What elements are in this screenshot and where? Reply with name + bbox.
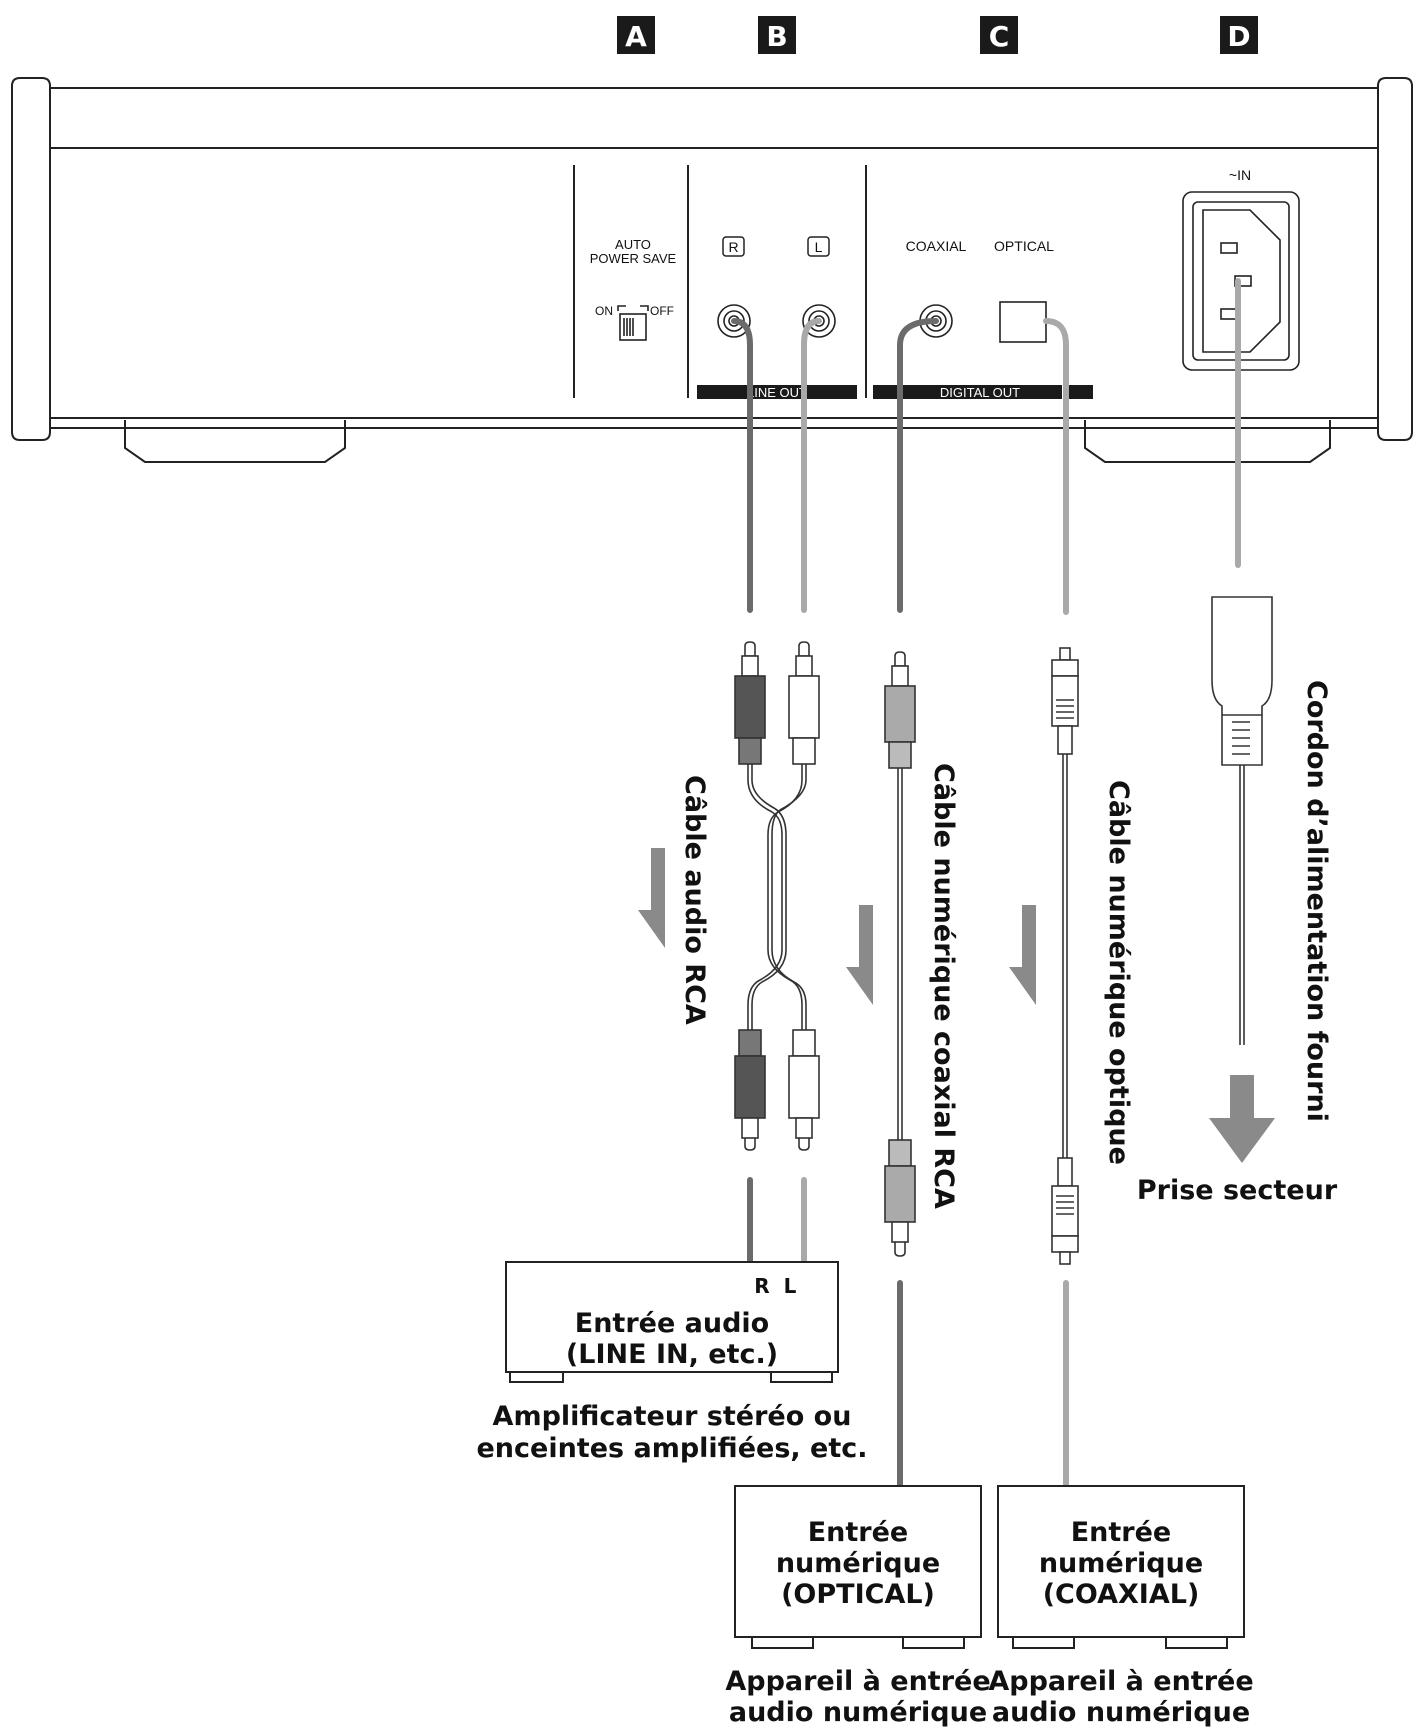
optical-caption-line-1: Appareil à entrée xyxy=(725,1666,990,1697)
amp-caption-line-2: enceintes amplifiées, etc. xyxy=(476,1433,867,1464)
amp-box-line-1: Entrée audio xyxy=(575,1308,769,1339)
digital-input-device-coaxial xyxy=(997,1485,1245,1649)
optical-caption-line-2: audio numérique xyxy=(729,1697,987,1728)
power-cord xyxy=(1211,596,1273,1045)
optical-label: OPTICAL xyxy=(994,238,1054,254)
switch-on-label: ON xyxy=(595,304,613,318)
section-badge-b: B xyxy=(758,16,796,54)
power-save-switch[interactable] xyxy=(617,305,649,341)
line-out-bar xyxy=(697,385,857,399)
arrow-down-icon xyxy=(638,848,665,948)
outlet-label: Prise secteur xyxy=(1137,1175,1338,1206)
svg-text:A: A xyxy=(625,20,647,53)
amp-input-l-label: L xyxy=(784,1274,797,1298)
amp-box-line-2: (LINE IN, etc.) xyxy=(566,1339,778,1370)
optical-port[interactable] xyxy=(999,301,1047,343)
section-badge-a: A xyxy=(617,16,655,54)
arrow-down-icon xyxy=(1009,905,1036,1005)
coaxial-box-line-2: numérique xyxy=(1039,1548,1203,1579)
switch-off-label: OFF xyxy=(650,304,674,318)
amplifier-device xyxy=(505,1261,839,1383)
cable-top-segments xyxy=(731,278,1241,615)
rca-audio-cable xyxy=(734,641,820,1151)
power-cord-label: Cordon d’alimentation fourni xyxy=(1301,680,1332,1122)
optical-cable xyxy=(1051,647,1079,1265)
auto-power-save-label-2: POWER SAVE xyxy=(590,251,677,266)
digital-input-device-optical xyxy=(734,1485,982,1649)
coaxial-label: COAXIAL xyxy=(906,238,967,254)
svg-text:C: C xyxy=(989,20,1010,53)
jack-r-label-box: R xyxy=(722,236,745,257)
optical-box-line-3: (OPTICAL) xyxy=(781,1579,935,1610)
coaxial-box-line-3: (COAXIAL) xyxy=(1043,1579,1200,1610)
svg-text:R: R xyxy=(728,239,738,255)
power-arrow-down-icon xyxy=(1209,1075,1275,1163)
svg-text:D: D xyxy=(1227,20,1250,53)
svg-text:L: L xyxy=(815,239,823,255)
device-rear-panel xyxy=(11,77,1413,463)
coaxial-caption-line-2: audio numérique xyxy=(992,1697,1250,1728)
amp-caption-line-1: Amplificateur stéréo ou xyxy=(493,1401,852,1432)
line-out-label: LINE OUT xyxy=(747,385,807,400)
optical-cable-label: Câble numérique optique xyxy=(1103,780,1134,1165)
jack-l-label-box: L xyxy=(807,236,830,257)
arrow-down-icon xyxy=(846,905,873,1005)
section-badge-c: C xyxy=(980,16,1018,54)
coaxial-cable-label: Câble numérique coaxial RCA xyxy=(928,763,959,1209)
coaxial-caption-line-1: Appareil à entrée xyxy=(988,1666,1253,1697)
ac-in-label: ~IN xyxy=(1229,167,1251,183)
auto-power-save-label-1: AUTO xyxy=(615,237,651,252)
svg-text:B: B xyxy=(766,20,787,53)
coaxial-box-line-1: Entrée xyxy=(1071,1517,1172,1548)
digital-out-bar xyxy=(873,385,1093,399)
rca-audio-cable-label: Câble audio RCA xyxy=(679,775,710,1025)
digital-out-label: DIGITAL OUT xyxy=(940,385,1020,400)
coaxial-rca-cable xyxy=(884,651,916,1257)
amp-input-r-label: R xyxy=(754,1274,769,1298)
optical-box-line-1: Entrée xyxy=(808,1517,909,1548)
optical-box-line-2: numérique xyxy=(776,1548,940,1579)
section-badge-d: D xyxy=(1220,16,1258,54)
